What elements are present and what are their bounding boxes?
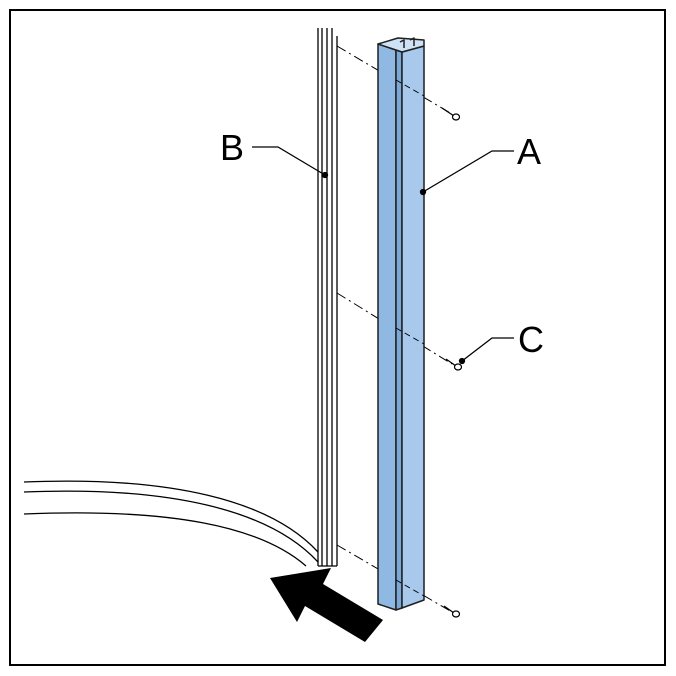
screw-top [441,107,461,121]
callout-label-a: A [517,131,541,172]
callout-leader-a [419,150,514,196]
door-edge-b [317,28,338,567]
callout-label-c: C [518,319,544,360]
alignment-through-part [395,79,425,597]
arrow-icon [270,568,383,642]
screws-c [441,107,463,618]
screw-bottom [443,605,461,618]
door-bottom-curve [23,480,319,567]
screw-middle [445,358,463,371]
profile-part-a [377,37,425,611]
callout-leader-b [252,146,329,179]
callout-label-b: B [220,127,244,168]
callout-leader-c [458,337,514,365]
